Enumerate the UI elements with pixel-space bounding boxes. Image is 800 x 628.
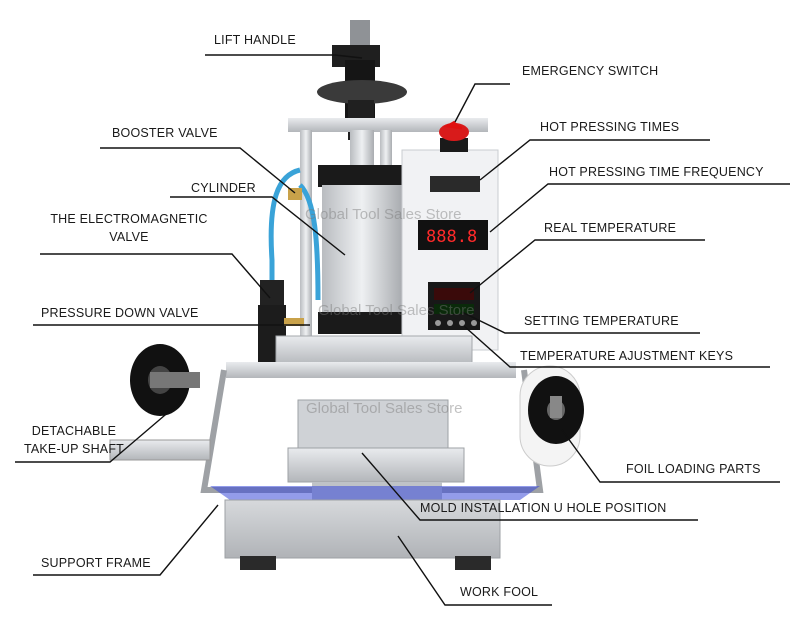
leader-booster-valve [100, 147, 296, 194]
leader-emergency-switch [454, 83, 510, 123]
watermark: Global Tool Sales Store [306, 400, 463, 417]
cylinder [318, 165, 406, 334]
label-temperature-adjustment-keys: TEMPERATURE AJUSTMENT KEYS [520, 349, 734, 363]
top-crossbar [288, 118, 488, 132]
label-take-up-shaft: DETACHABLE TAKE-UP SHAFT [10, 424, 138, 456]
leader-lift-handle [205, 54, 363, 59]
control-box: 888.8 [401, 149, 499, 351]
leader-electromagnetic-valve [40, 253, 271, 299]
air-tube-right [298, 183, 321, 301]
foil-sheet [210, 486, 540, 500]
leader-temperature-adjustment-keys [463, 325, 770, 368]
label-hot-pressing-time-frequency: HOT PRESSING TIME FREQUENCY [549, 165, 764, 179]
heating-block [297, 399, 449, 451]
label-setting-temperature: SETTING TEMPERATURE [524, 314, 679, 328]
watermark: Global Tool Sales Store [305, 206, 462, 223]
leader-foil-loading-parts [561, 429, 780, 483]
foil-loading-roll [519, 365, 584, 467]
foil-rail [226, 362, 516, 378]
label-electromagnetic-valve-line1: THE ELECTROMAGNETIC [50, 212, 208, 226]
leader-take-up-shaft [15, 397, 186, 463]
work-table [224, 499, 501, 559]
label-work-fool: WORK FOOL [460, 585, 539, 599]
head-plate [275, 335, 473, 367]
leader-mold-installation [361, 452, 698, 521]
label-emergency-switch: EMERGENCY SWITCH [522, 64, 659, 78]
leader-work-fool [397, 535, 552, 606]
label-foil-loading-parts: FOIL LOADING PARTS [626, 462, 761, 476]
label-booster-valve: BOOSTER VALVE [112, 126, 218, 140]
label-take-up-shaft-line1: DETACHABLE [31, 424, 117, 438]
air-tube-left [268, 167, 301, 300]
leader-support-frame [33, 504, 219, 576]
label-electromagnetic-valve: THE ELECTROMAGNETIC VALVE [44, 212, 214, 244]
leader-setting-temperature [461, 311, 700, 334]
label-cylinder: CYLINDER [191, 181, 256, 195]
leader-real-temperature [469, 239, 705, 294]
leader-hot-pressing-times [479, 139, 710, 181]
mold-plate [287, 447, 465, 483]
leader-hot-pressing-time-frequency [489, 183, 790, 233]
label-take-up-shaft-line2: TAKE-UP SHAFT [23, 442, 125, 456]
label-real-temperature: REAL TEMPERATURE [544, 221, 677, 235]
watermark: Global Tool Sales Store [318, 302, 475, 319]
label-lift-handle: LIFT HANDLE [214, 33, 296, 47]
label-mold-installation: MOLD INSTALLATION U HOLE POSITION [420, 501, 667, 515]
svg-text:888.8: 888.8 [426, 227, 477, 247]
lift-handle [317, 20, 407, 140]
left-column [300, 130, 312, 340]
label-hot-pressing-times: HOT PRESSING TIMES [540, 120, 680, 134]
leader-cylinder [170, 196, 346, 256]
label-support-frame: SUPPORT FRAME [41, 556, 151, 570]
take-up-shaft [109, 344, 211, 461]
label-electromagnetic-valve-line2: VALVE [109, 230, 149, 244]
label-pressure-down-valve: PRESSURE DOWN VALVE [41, 306, 199, 320]
